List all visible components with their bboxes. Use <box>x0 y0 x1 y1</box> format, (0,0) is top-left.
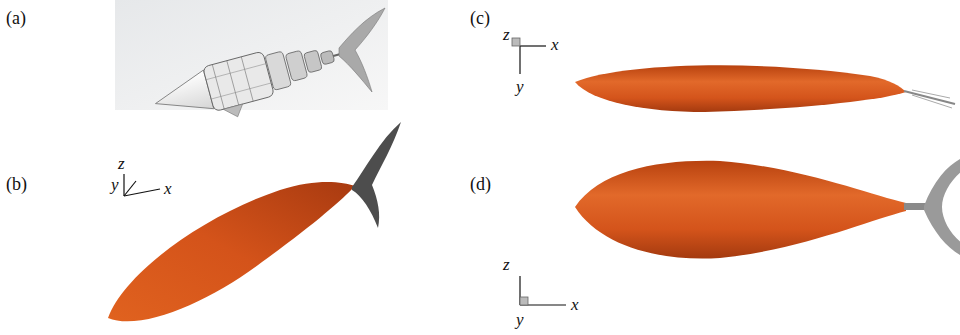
fish-top-view <box>575 65 955 112</box>
panel-label: (a) <box>6 9 26 27</box>
axis-label: y <box>111 176 119 193</box>
panel-label: (d) <box>470 175 491 193</box>
axis-label: x <box>571 296 579 313</box>
fish-isometric <box>108 122 401 321</box>
axis-label: z <box>118 155 125 172</box>
axis-label: y <box>516 78 524 95</box>
panel-label: (c) <box>470 9 490 27</box>
axis-label: x <box>551 36 559 53</box>
fish-side-view <box>575 158 960 259</box>
axis-triad <box>512 38 546 74</box>
cad-model <box>115 0 388 136</box>
axis-label: z <box>503 26 510 43</box>
axis-triad <box>520 276 566 305</box>
axis-triad <box>124 174 160 196</box>
panel-label: (b) <box>6 175 27 193</box>
axis-label: x <box>164 180 172 197</box>
axis-label: y <box>516 311 524 328</box>
axis-label: z <box>503 256 510 273</box>
